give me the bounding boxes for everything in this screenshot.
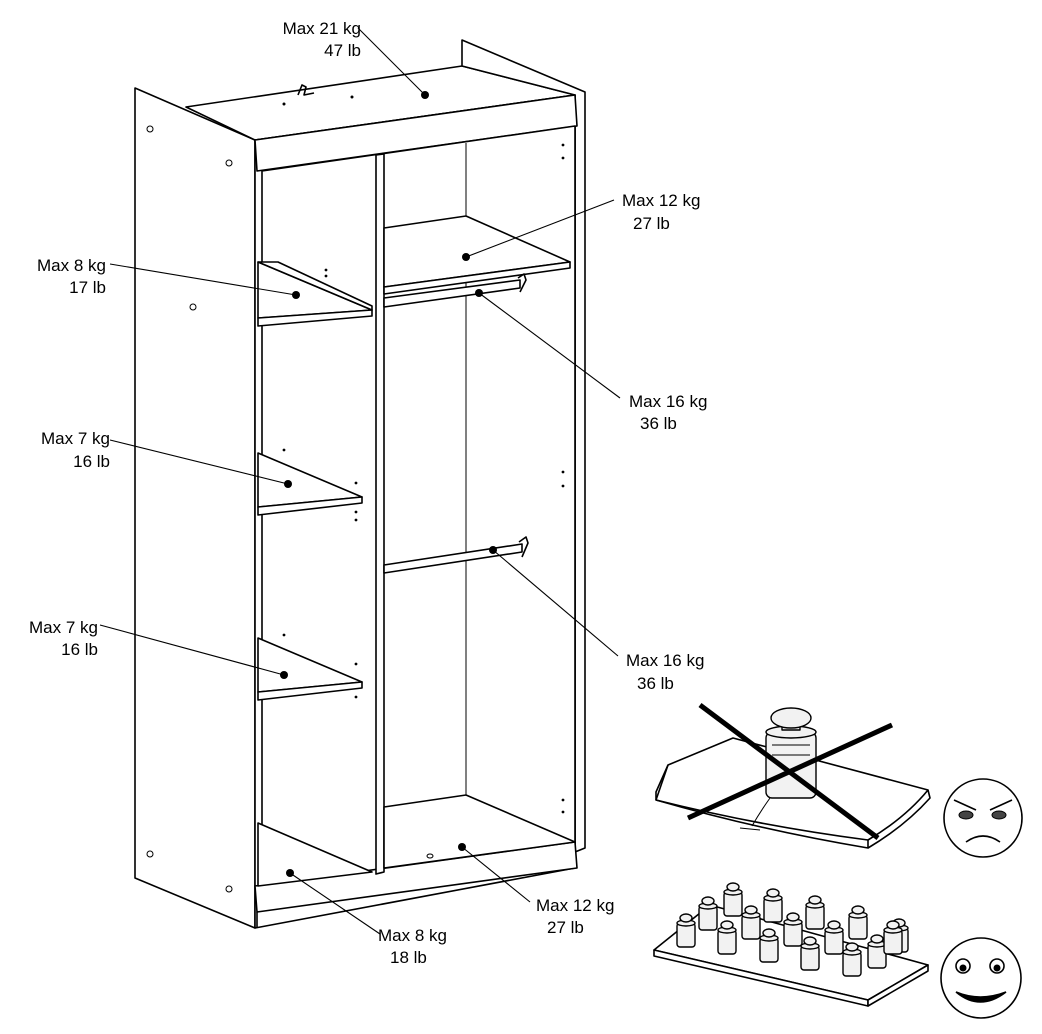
small-weight-icon <box>842 942 862 977</box>
label-right-upper-shelf-lb: 27 lb <box>633 214 670 233</box>
small-weight-icon <box>759 928 779 963</box>
load-point-lower-rail <box>489 546 497 554</box>
wardrobe <box>134 39 586 929</box>
load-point-left-bottom <box>286 869 294 877</box>
top-front-rail <box>254 94 578 172</box>
small-weight-icon <box>741 905 761 940</box>
load-point-left-shelf-2 <box>284 480 292 488</box>
small-weight-icon <box>698 896 718 931</box>
label-left-shelf-3-kg: Max 7 kg <box>29 618 98 637</box>
label-left-shelf-1-lb: 17 lb <box>69 278 106 297</box>
angry-face-icon <box>943 778 1023 858</box>
load-point-left-shelf-1 <box>292 291 300 299</box>
distributed-weights <box>676 882 909 977</box>
center-divider <box>375 153 385 875</box>
label-left-shelf-1-kg: Max 8 kg <box>37 256 106 275</box>
load-point-top <box>421 91 429 99</box>
label-right-bottom-lb: 27 lb <box>547 918 584 937</box>
label-right-bottom-kg: Max 12 kg <box>536 896 614 915</box>
small-weight-icon <box>883 920 903 955</box>
small-weight-icon <box>783 912 803 947</box>
load-labels: Max 21 kg 47 lb Max 12 kg 27 lb Max 8 kg… <box>29 19 707 967</box>
label-upper-rail-kg: Max 16 kg <box>629 392 707 411</box>
small-weight-icon <box>848 905 868 940</box>
load-point-left-shelf-3 <box>280 671 288 679</box>
small-weight-icon <box>805 895 825 930</box>
label-left-bottom-kg: Max 8 kg <box>378 926 447 945</box>
left-bottom-panel <box>257 822 373 887</box>
label-left-bottom-lb: 18 lb <box>390 948 427 967</box>
small-weight-icon <box>800 936 820 971</box>
label-left-shelf-2-kg: Max 7 kg <box>41 429 110 448</box>
lower-rail <box>383 543 523 574</box>
load-point-right-upper-shelf <box>462 253 470 261</box>
label-upper-rail-lb: 36 lb <box>640 414 677 433</box>
correct-loading-illustration <box>653 882 1022 1019</box>
happy-face-icon <box>940 937 1022 1019</box>
wrong-loading-illustration <box>655 702 1023 858</box>
label-top-lb: 47 lb <box>324 41 361 60</box>
label-right-upper-shelf-kg: Max 12 kg <box>622 191 700 210</box>
small-weight-icon <box>867 934 887 969</box>
small-weight-icon <box>763 888 783 923</box>
label-left-shelf-3-lb: 16 lb <box>61 640 98 659</box>
upper-rail <box>383 279 521 308</box>
load-point-right-bottom <box>458 843 466 851</box>
small-weight-icon <box>824 920 844 955</box>
label-left-shelf-2-lb: 16 lb <box>73 452 110 471</box>
label-top-kg: Max 21 kg <box>283 19 361 38</box>
small-weight-icon <box>723 882 743 917</box>
left-side-panel <box>134 87 256 929</box>
top-bracket <box>297 84 315 96</box>
right-bottom-panel <box>383 794 576 869</box>
cross-line-2 <box>686 722 894 821</box>
small-weight-icon <box>717 920 737 955</box>
label-lower-rail-lb: 36 lb <box>637 674 674 693</box>
load-point-upper-rail <box>475 289 483 297</box>
label-lower-rail-kg: Max 16 kg <box>626 651 704 670</box>
small-weight-icon <box>676 913 696 948</box>
leader-lines <box>99 27 621 935</box>
